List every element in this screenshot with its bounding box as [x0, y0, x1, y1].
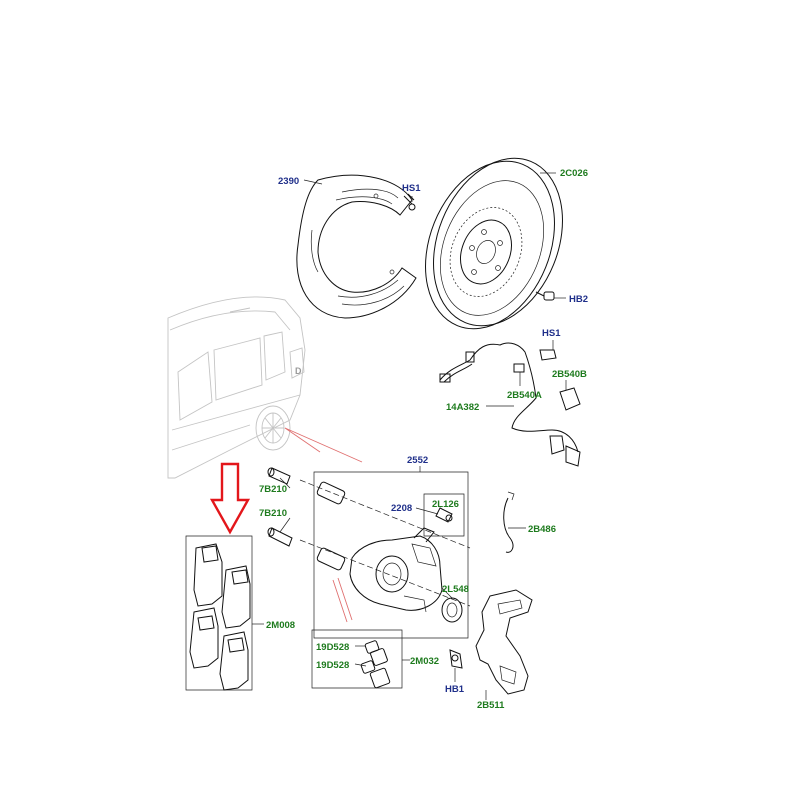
- caliper-bushings: [299, 479, 471, 607]
- label-2l548: 2L548: [442, 584, 469, 595]
- piston-seal: [441, 597, 463, 623]
- label-19d528-bottom: 19D528: [316, 660, 349, 671]
- label-2b540b: 2B540B: [552, 369, 587, 380]
- guide-pin-top: [267, 467, 291, 485]
- label-2552: 2552: [407, 455, 428, 466]
- label-hb2: HB2: [569, 294, 588, 305]
- bolt-hs1-top: [403, 193, 416, 211]
- label-2b486: 2B486: [528, 524, 556, 535]
- pin-kit-box: [311, 629, 403, 689]
- retaining-spring-clip: [503, 491, 515, 553]
- label-2l126: 2L126: [432, 499, 459, 510]
- bolt-hb2: [535, 291, 555, 301]
- label-hs1-mid: HS1: [542, 328, 561, 339]
- label-2m008: 2M008: [266, 620, 295, 631]
- brake-caliper: [349, 527, 443, 613]
- caliper-carrier: [475, 589, 533, 695]
- brake-pads-box: [185, 535, 253, 691]
- splash-shield: [296, 174, 417, 319]
- label-hb1: HB1: [445, 684, 465, 695]
- label-hs1-top: HS1: [402, 183, 421, 194]
- label-2390: 2390: [278, 176, 299, 187]
- label-2c026: 2C026: [560, 168, 588, 179]
- label-7b210-top: 7B210: [259, 484, 287, 495]
- label-7b210-bottom: 7B210: [259, 508, 287, 519]
- vehicle-outline: D: [167, 296, 306, 479]
- brake-pads: [189, 543, 251, 691]
- label-14a382: 14A382: [446, 402, 479, 413]
- label-2b511: 2B511: [477, 700, 505, 711]
- pin-caps: [360, 640, 391, 689]
- label-19d528-top: 19D528: [316, 642, 349, 653]
- label-2m032: 2M032: [410, 656, 439, 667]
- red-down-arrow-icon: [209, 462, 251, 535]
- guide-pin-bottom: [267, 527, 293, 547]
- label-2208: 2208: [391, 503, 412, 514]
- wheel-callout-lines: [284, 427, 363, 623]
- label-2b540a: 2B540A: [507, 390, 542, 401]
- brake-disc: [425, 157, 563, 330]
- bleed-screw: [435, 507, 453, 523]
- bolt-hb1: [449, 649, 463, 669]
- caliper-kit-frame: [313, 466, 469, 639]
- vehicle-marker-d: D: [295, 366, 302, 376]
- abs-sensor-harness: [439, 342, 581, 467]
- leader-lines: [252, 172, 567, 700]
